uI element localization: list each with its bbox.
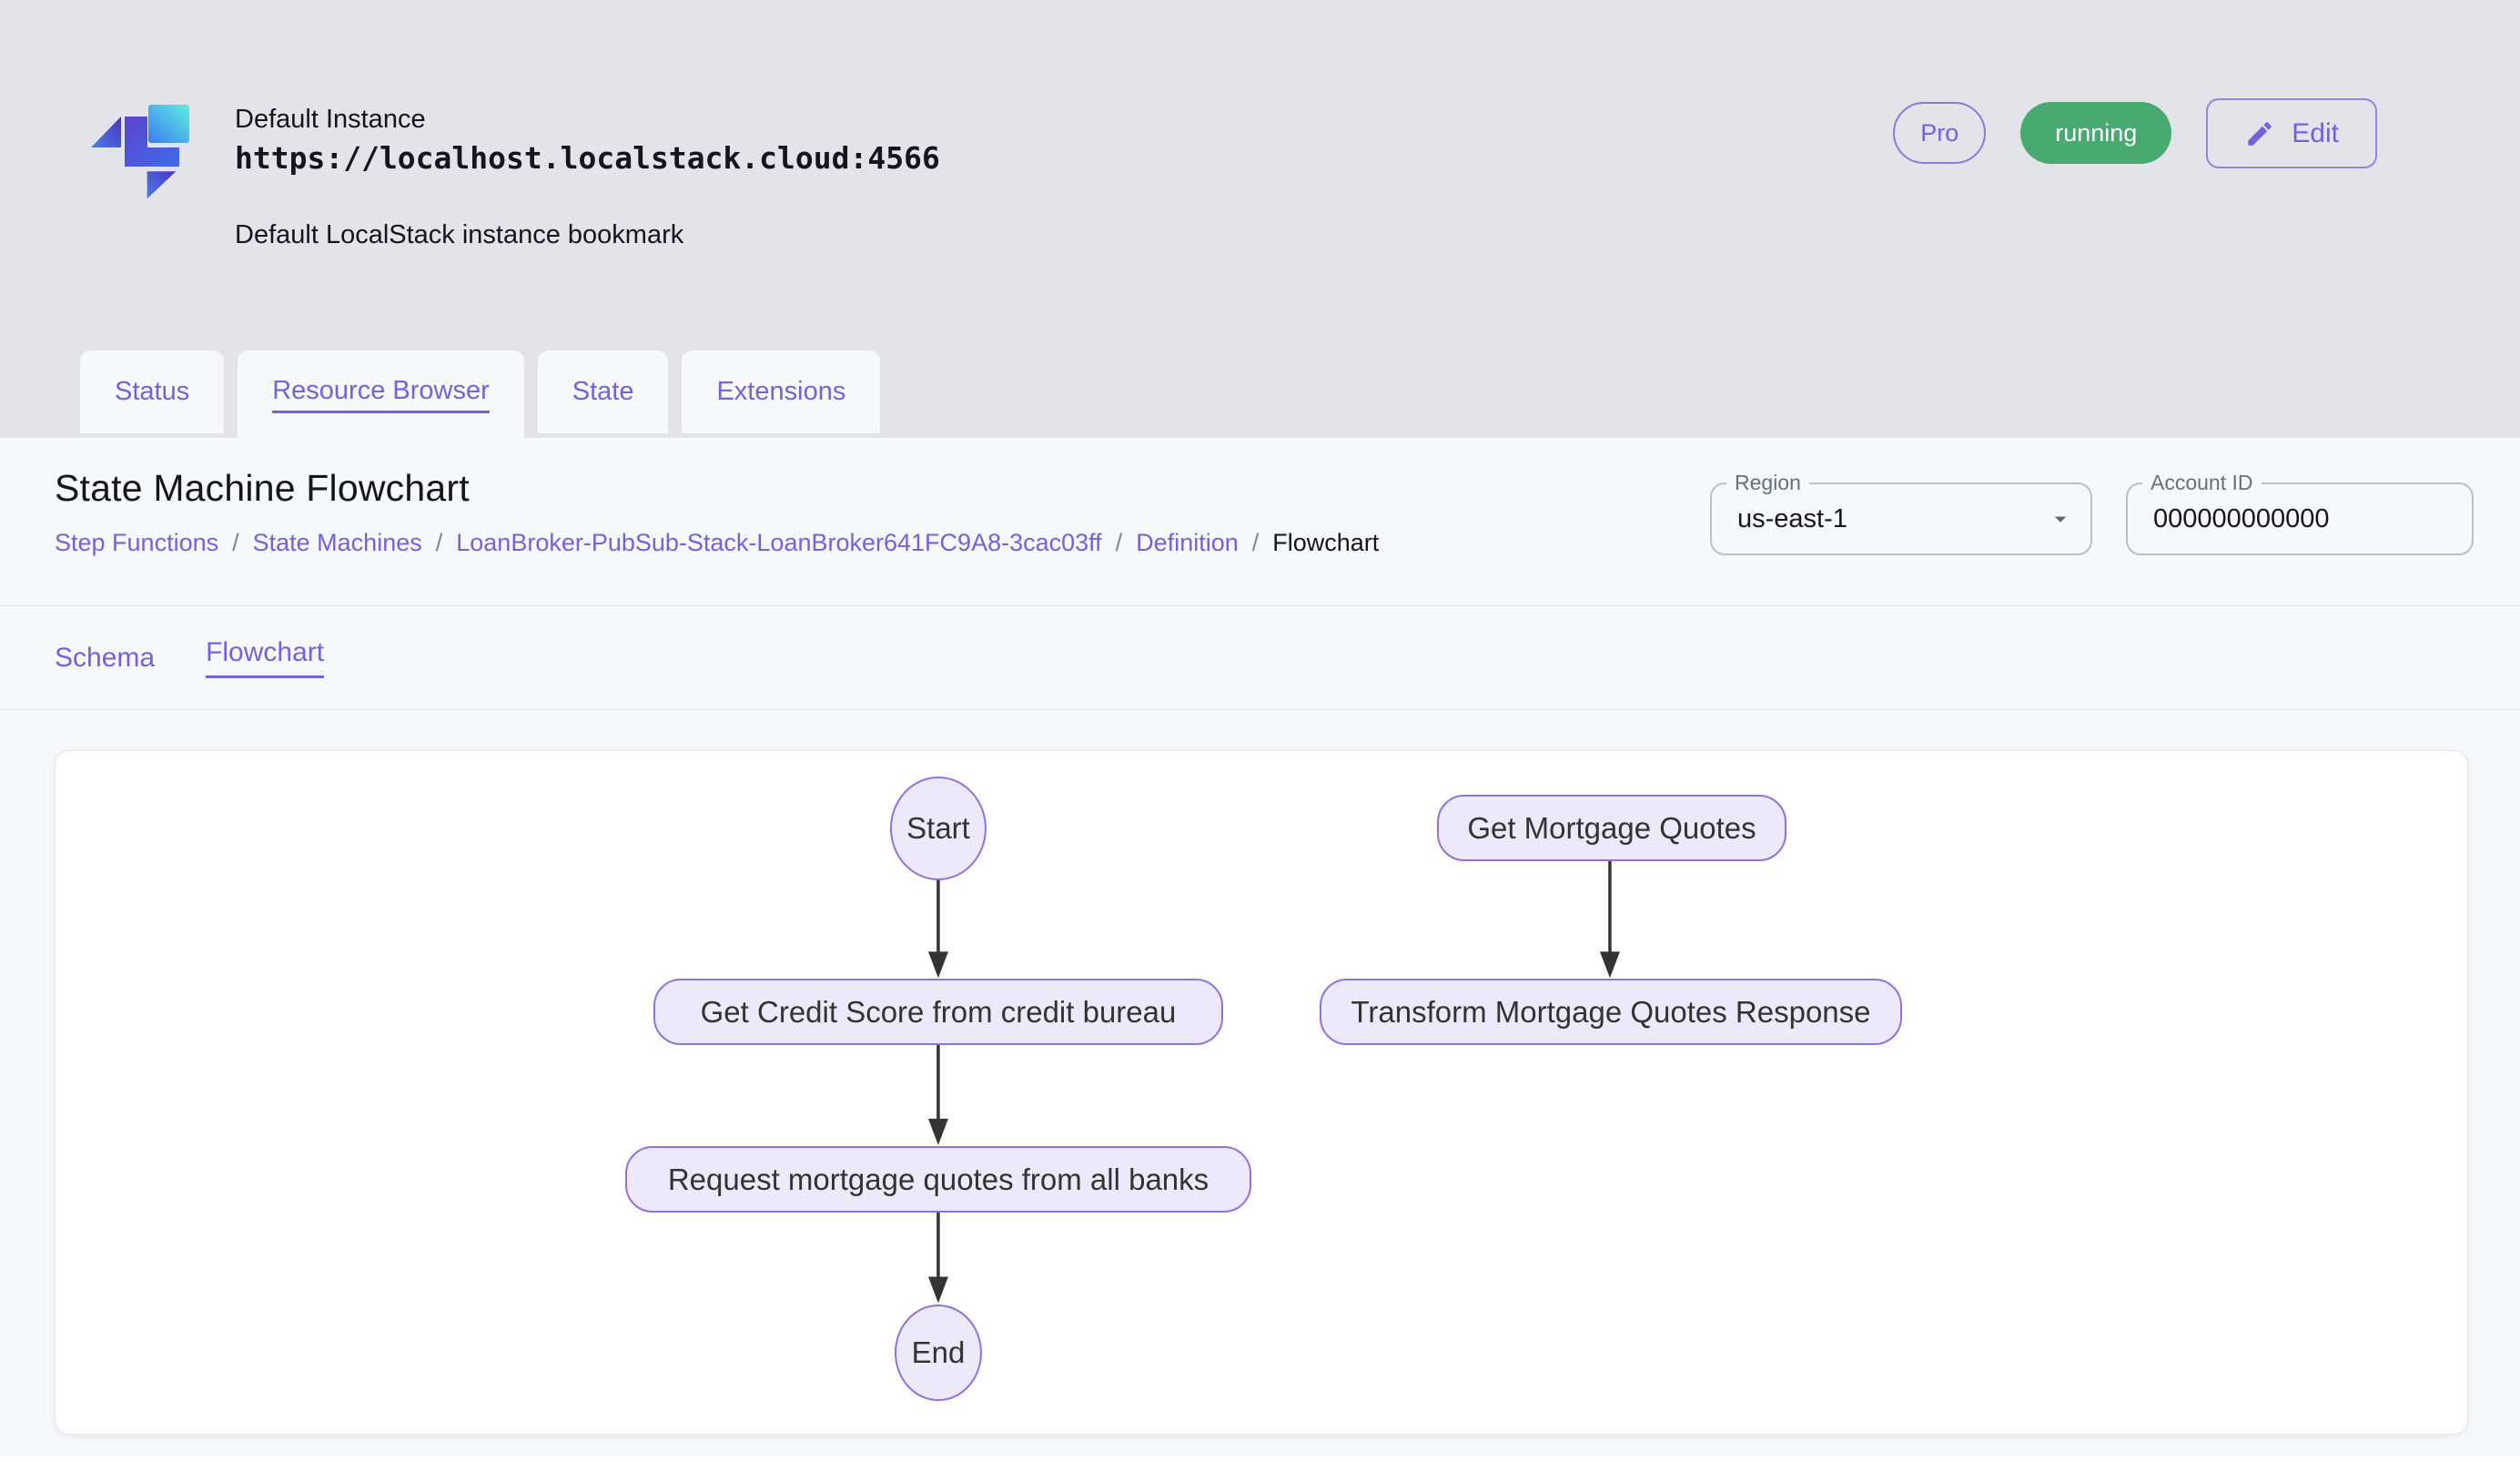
tab-resource-browser[interactable]: Resource Browser bbox=[238, 350, 524, 438]
account-id-input[interactable] bbox=[2128, 484, 2472, 553]
subtab-schema[interactable]: Schema bbox=[55, 642, 156, 673]
breadcrumb-state-machines[interactable]: State Machines bbox=[252, 529, 422, 556]
edit-button-label: Edit bbox=[2292, 117, 2339, 148]
flowchart-node-end: End bbox=[895, 1305, 982, 1401]
definition-subtabs: Schema Flowchart bbox=[0, 606, 2520, 710]
breadcrumb-separator: / bbox=[232, 529, 239, 556]
flowchart-card: Start Get Credit Score from credit burea… bbox=[55, 750, 2468, 1435]
breadcrumb-step-functions[interactable]: Step Functions bbox=[55, 529, 219, 556]
subtab-flowchart[interactable]: Flowchart bbox=[206, 637, 325, 678]
bottom-scroll-strip bbox=[0, 1456, 2520, 1462]
flowchart-node-transform-response: Transform Mortgage Quotes Response bbox=[1320, 979, 1902, 1045]
region-select-value: us-east-1 bbox=[1737, 504, 1847, 533]
dropdown-arrow-icon bbox=[2054, 516, 2067, 523]
breadcrumb-definition[interactable]: Definition bbox=[1136, 529, 1239, 556]
breadcrumb: Step Functions / State Machines / LoanBr… bbox=[55, 529, 1379, 557]
tab-extensions[interactable]: Extensions bbox=[682, 350, 881, 433]
edit-button[interactable]: Edit bbox=[2206, 98, 2377, 168]
resource-browser-panel: State Machine Flowchart Step Functions /… bbox=[0, 438, 2520, 1462]
flowchart-node-get-mortgage-quotes: Get Mortgage Quotes bbox=[1437, 795, 1786, 861]
account-id-field: Account ID bbox=[2126, 471, 2474, 555]
flowchart-node-start: Start bbox=[890, 777, 987, 880]
instance-description: Default LocalStack instance bookmark bbox=[235, 220, 684, 249]
status-badge: running bbox=[2020, 102, 2172, 164]
pro-badge: Pro bbox=[1893, 102, 1987, 164]
breadcrumb-separator: / bbox=[435, 529, 443, 556]
breadcrumb-separator: / bbox=[1115, 529, 1123, 556]
instance-header: Default Instance https://localhost.local… bbox=[0, 0, 2520, 350]
tab-status[interactable]: Status bbox=[80, 350, 225, 433]
flowchart-node-get-credit-score: Get Credit Score from credit bureau bbox=[653, 979, 1223, 1045]
region-select[interactable]: Region us-east-1 bbox=[1710, 471, 2092, 555]
breadcrumb-state-machine-name[interactable]: LoanBroker-PubSub-Stack-LoanBroker641FC9… bbox=[456, 529, 1102, 556]
instance-url: https://localhost.localstack.cloud:4566 bbox=[235, 140, 940, 176]
localstack-logo bbox=[91, 105, 189, 199]
pencil-icon bbox=[2248, 121, 2272, 146]
header-actions: Pro running Edit bbox=[1893, 98, 2377, 168]
page-header: State Machine Flowchart Step Functions /… bbox=[0, 438, 2520, 606]
flowchart-node-request-quotes: Request mortgage quotes from all banks bbox=[625, 1146, 1251, 1213]
page-title: State Machine Flowchart bbox=[55, 467, 470, 509]
breadcrumb-flowchart: Flowchart bbox=[1272, 529, 1380, 556]
instance-name: Default Instance bbox=[235, 105, 426, 134]
tab-state[interactable]: State bbox=[537, 350, 669, 433]
breadcrumb-separator: / bbox=[1251, 529, 1260, 556]
flowchart-edges bbox=[927, 860, 1620, 1304]
region-select-label: Region bbox=[1726, 471, 1809, 495]
main-tabs: Status Resource Browser State Extensions bbox=[0, 350, 2520, 438]
